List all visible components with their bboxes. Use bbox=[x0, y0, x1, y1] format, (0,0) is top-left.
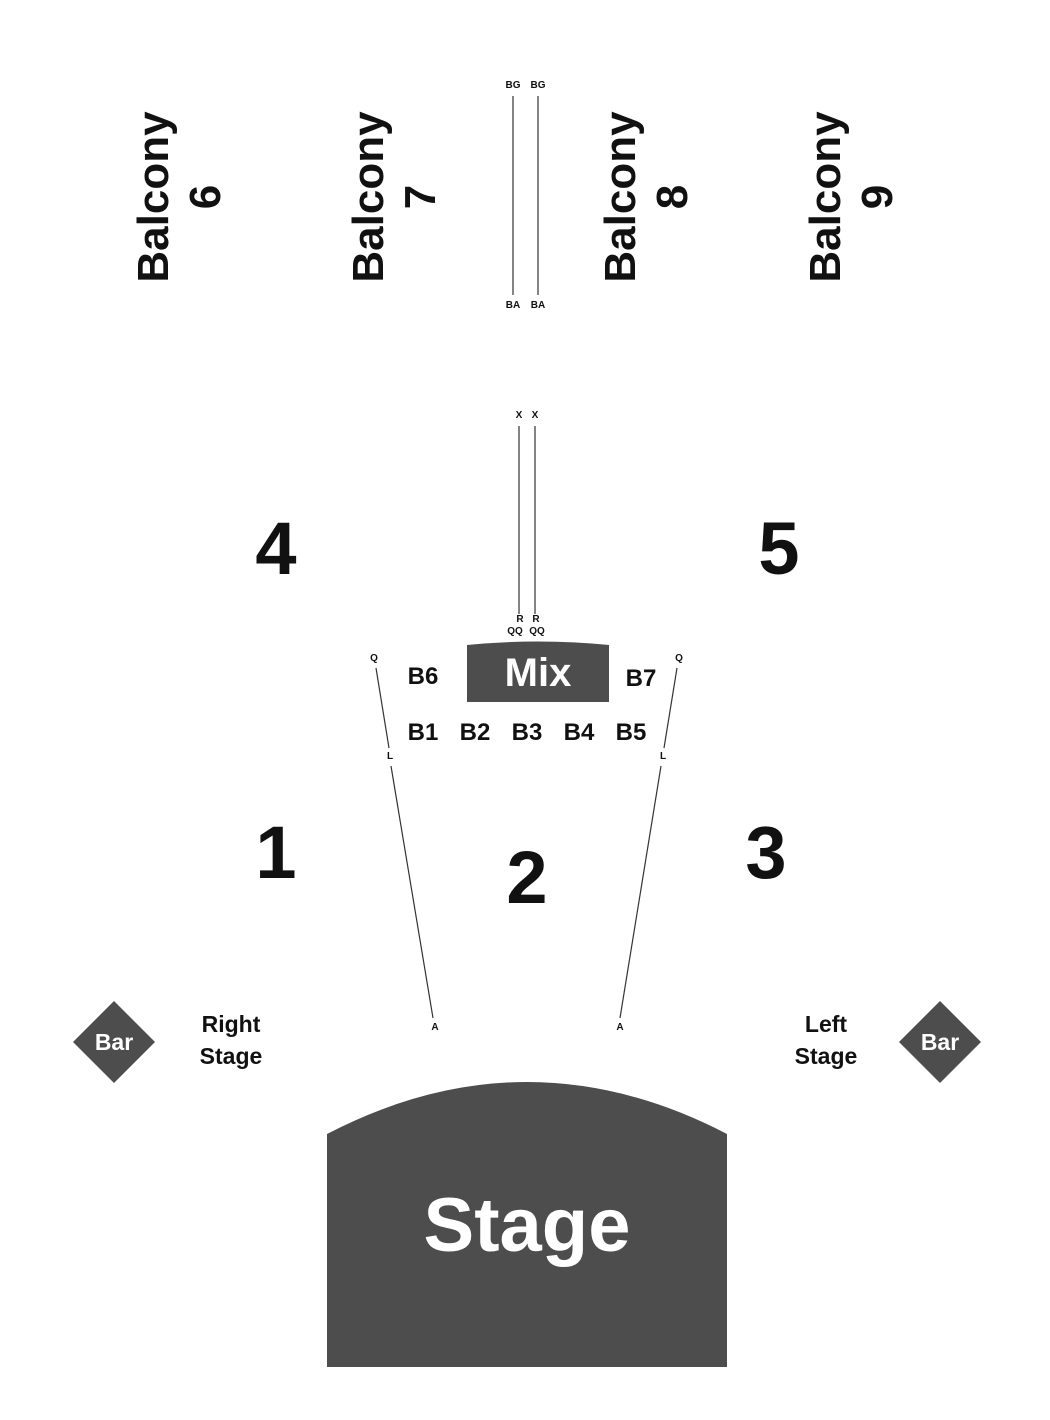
aisle-label-x-left: X bbox=[515, 410, 523, 421]
section-5[interactable]: 5 bbox=[758, 507, 800, 590]
balcony-8-number: 8 bbox=[648, 184, 697, 210]
section-balcony-8[interactable]: Balcony 8 bbox=[595, 107, 699, 287]
balcony-7-number: 7 bbox=[396, 184, 445, 210]
balcony-9-word: Balcony bbox=[801, 111, 850, 283]
right-aisle-line-upper bbox=[663, 667, 678, 749]
aisle-label-ba-right: BA bbox=[530, 300, 546, 311]
aisle-label-qq-left: QQ bbox=[507, 626, 523, 637]
aisle-label-r-left: R bbox=[516, 614, 524, 625]
aisle-label-l-left: L bbox=[386, 751, 394, 762]
aisle-label-q-left: Q bbox=[370, 653, 378, 664]
box-b7[interactable]: B7 bbox=[625, 665, 657, 692]
bar-right-shape bbox=[899, 1001, 981, 1083]
stage-shape bbox=[327, 1082, 727, 1367]
aisle-label-l-right: L bbox=[659, 751, 667, 762]
section-2[interactable]: 2 bbox=[506, 836, 548, 919]
aisle-label-qq-right: QQ bbox=[529, 626, 545, 637]
box-b3[interactable]: B3 bbox=[511, 719, 543, 746]
balcony-6-number: 6 bbox=[181, 184, 230, 210]
stage-label: Stage bbox=[423, 1182, 631, 1268]
bar-right-label: Bar bbox=[920, 1028, 960, 1055]
right-stage-label: Right Stage bbox=[200, 1008, 263, 1072]
aisle-label-bg-right: BG bbox=[530, 80, 546, 91]
left-aisle-line-upper bbox=[375, 667, 390, 749]
bar-left-shape bbox=[73, 1001, 155, 1083]
mix-label: Mix bbox=[504, 651, 572, 695]
right-stage-line2: Stage bbox=[199, 1043, 263, 1069]
left-stage-line2: Stage bbox=[794, 1043, 858, 1069]
mix-booth[interactable] bbox=[467, 641, 609, 703]
section-balcony-6[interactable]: Balcony 6 bbox=[128, 107, 232, 287]
box-b2[interactable]: B2 bbox=[459, 719, 491, 746]
balcony-8-word: Balcony bbox=[596, 111, 645, 283]
right-aisle-line-lower bbox=[619, 765, 662, 1019]
aisle-label-r-right: R bbox=[532, 614, 540, 625]
aisle-label-q-right: Q bbox=[675, 653, 683, 664]
section-balcony-9[interactable]: Balcony 9 bbox=[800, 107, 904, 287]
section-balcony-7[interactable]: Balcony 7 bbox=[343, 107, 447, 287]
aisle-label-ba-left: BA bbox=[505, 300, 521, 311]
right-stage-line1: Right bbox=[201, 1011, 261, 1037]
section-4[interactable]: 4 bbox=[255, 507, 297, 590]
balcony-6-word: Balcony bbox=[129, 111, 178, 283]
aisle-label-a-right: A bbox=[616, 1022, 624, 1033]
bar-left-label: Bar bbox=[94, 1028, 134, 1055]
balcony-9-number: 9 bbox=[853, 184, 902, 210]
box-b6[interactable]: B6 bbox=[407, 663, 439, 690]
balcony-7-word: Balcony bbox=[344, 111, 393, 283]
box-b5[interactable]: B5 bbox=[615, 719, 647, 746]
left-stage-label: Left Stage bbox=[795, 1008, 858, 1072]
left-stage-line1: Left bbox=[804, 1011, 848, 1037]
box-b4[interactable]: B4 bbox=[563, 719, 595, 746]
aisle-label-bg-left: BG bbox=[505, 80, 521, 91]
aisle-label-x-right: X bbox=[531, 410, 539, 421]
box-b1[interactable]: B1 bbox=[407, 719, 439, 746]
left-aisle-line-lower bbox=[390, 765, 434, 1019]
section-1[interactable]: 1 bbox=[255, 811, 297, 894]
section-3[interactable]: 3 bbox=[745, 811, 787, 894]
aisle-label-a-left: A bbox=[431, 1022, 439, 1033]
